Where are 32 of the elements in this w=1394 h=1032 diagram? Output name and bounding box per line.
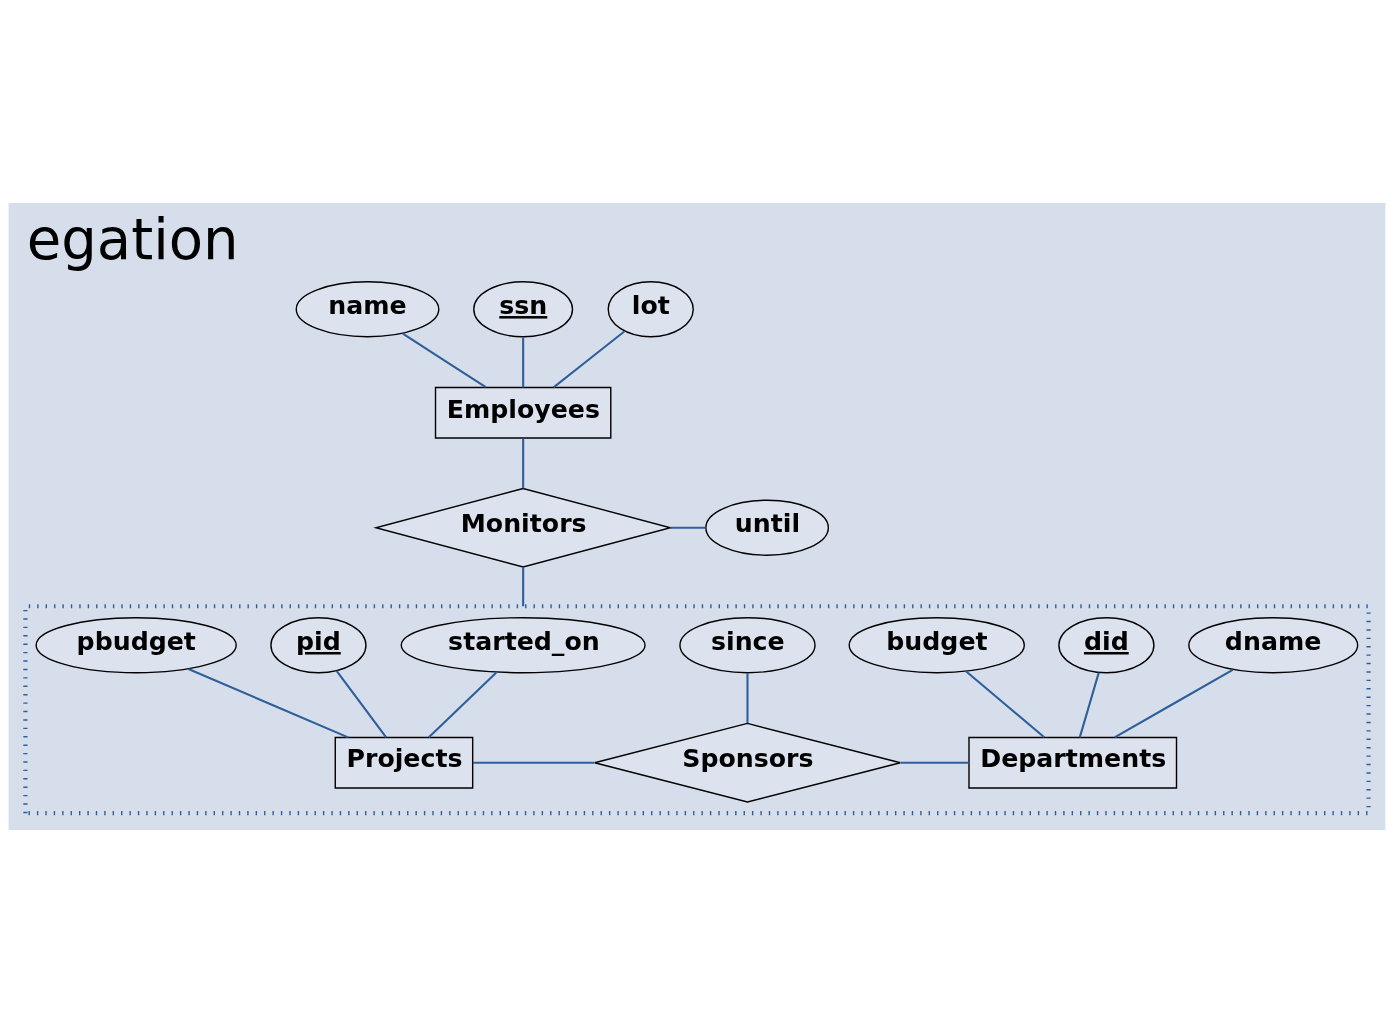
connector [552,330,625,388]
connector [670,526,706,529]
node-ellipse: until [705,499,830,556]
node-ellipse: did [1058,616,1155,673]
connector [522,566,525,606]
node-ellipse: pid [270,616,367,673]
connector [428,671,497,738]
connector [402,332,487,388]
node-ellipse: ssn [473,280,574,337]
node-box: Projects [334,736,474,789]
node-box: Departments [968,736,1178,789]
node-ellipse: pbudget [35,616,237,673]
node-ellipse: budget [848,616,1025,673]
connector [188,667,349,738]
node-ellipse: name [295,280,440,337]
connector [1114,668,1234,738]
connector [522,336,525,387]
connector [473,761,595,764]
node-box: Employees [434,386,612,439]
connector [900,761,969,764]
node-diamond: Sponsors [593,722,901,803]
connector [746,672,749,723]
node-ellipse: started_on [400,616,646,673]
diagram-title: egation [26,206,239,272]
connector [965,670,1045,738]
connector [335,669,387,738]
connector [522,438,525,488]
node-ellipse: since [679,616,816,673]
connector [1078,671,1100,738]
node-ellipse: lot [607,280,694,337]
node-ellipse: dname [1188,616,1359,673]
cluster [23,603,1371,815]
